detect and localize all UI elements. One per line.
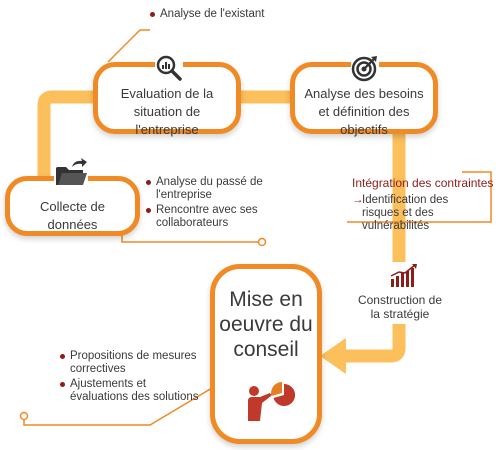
step-evaluation-label: Evaluation de la situation de l'entrepri… [120,86,214,137]
step-besoins-box: Analyse des besoins et définition des ob… [290,62,438,137]
step-strategie-label: Construction de la stratégie [357,293,443,321]
note-existant: Analyse de l'existant [150,8,270,23]
note-contraintes-title: Intégration des contraintes [352,176,494,190]
note-collecte: Analyse du passé de l'entreprise Rencont… [146,176,264,232]
folder-icon [54,158,88,188]
note-collecte-item-2: Rencontre avec ses collaborateurs [146,204,264,230]
arrow-right-icon: → [352,194,364,206]
arrow-head-conseil [320,338,346,374]
target-icon [351,54,379,82]
callout-line-contraintes [347,171,492,223]
step-besoins-label: Analyse des besoins et définition des ob… [304,86,424,137]
note-collecte-item-1: Analyse du passé de l'entreprise [146,176,264,202]
growth-chart-icon [390,264,417,287]
callout-line-conseil [23,387,213,426]
step-mise-en-oeuvre-label: Mise en oeuvre du conseil [219,288,313,361]
note-existant-item: Analyse de l'existant [150,8,270,21]
presenter-icon [248,382,296,421]
callout-dot-collecte [257,237,267,247]
note-conseil-item-1: Propositions de mesures correctives [60,350,200,376]
connector-collecte-evaluation [37,90,96,177]
callout-line-existant [107,29,150,63]
connector-strategie-conseil [343,322,406,363]
step-collecte-label: Collecte de données [39,199,106,232]
note-contraintes-item: → Identification des risques et des vuln… [352,194,449,232]
step-mise-en-oeuvre-box: Mise en oeuvre du conseil [210,264,322,444]
callout-dot-conseil [19,411,29,421]
note-conseil-item-2: Ajustements et évaluations des solutions [60,378,200,404]
magnifier-chart-icon [155,54,183,82]
note-conseil: Propositions de mesures correctives Ajus… [60,350,200,406]
